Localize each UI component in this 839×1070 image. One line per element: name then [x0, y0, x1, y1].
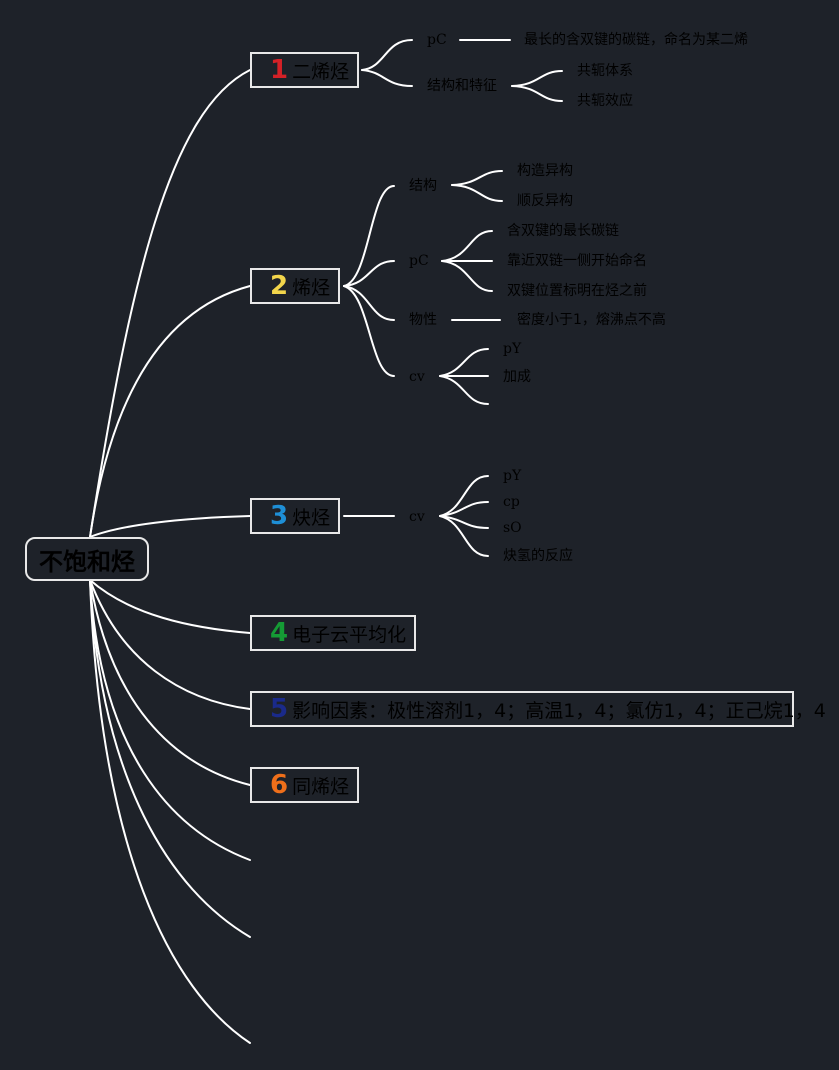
- t3-cv-child-4[interactable]: 炔氢的反应: [503, 548, 573, 564]
- t1-pc-child[interactable]: 最长的含双键的碳链，命名为某二烯: [524, 32, 748, 48]
- topic-node-5[interactable]: 5 影响因素：极性溶剂1，4；高温1，4；氯仿1，4；正己烷1，4: [250, 691, 826, 727]
- t3-cv-child-2[interactable]: cp: [503, 494, 520, 510]
- topic-number-6: 6: [270, 770, 289, 800]
- t2-struct-label[interactable]: 结构: [409, 178, 437, 194]
- topic-node-2[interactable]: 2 烯烃: [250, 268, 341, 304]
- t2-struct-child-2[interactable]: 顺反异构: [517, 193, 573, 209]
- t3-cv-child-3[interactable]: sO: [503, 520, 522, 536]
- t2-pc-child-2[interactable]: 靠近双链一侧开始命名: [507, 253, 647, 269]
- t1-struct-label[interactable]: 结构和特征: [427, 78, 497, 94]
- t1-struct-child-1[interactable]: 共轭体系: [577, 63, 633, 79]
- topic-number-1: 1: [270, 55, 289, 85]
- topic-number-5: 5: [270, 694, 289, 724]
- topic-number-2: 2: [270, 271, 289, 301]
- root-label: 不饱和烃: [39, 547, 135, 576]
- topic-label-6: 同烯烃: [292, 775, 350, 798]
- t2-phys-child[interactable]: 密度小于1，熔沸点不高: [517, 312, 666, 328]
- t2-pc-label[interactable]: pC: [409, 253, 429, 269]
- t2-pc-child-3[interactable]: 双键位置标明在烃之前: [507, 283, 647, 299]
- root-node[interactable]: 不饱和烃: [25, 537, 149, 581]
- t2-cv-label[interactable]: cv: [409, 369, 425, 385]
- t2-cv-child-1[interactable]: pY: [503, 341, 522, 357]
- topic-number-4: 4: [270, 618, 289, 648]
- t2-phys-label[interactable]: 物性: [409, 312, 437, 328]
- t2-pc-child-1[interactable]: 含双键的最长碳链: [507, 223, 619, 239]
- topic-label-1: 二烯烃: [292, 60, 350, 83]
- t1-struct-child-2[interactable]: 共轭效应: [577, 93, 633, 109]
- topic-node-1[interactable]: 1 二烯烃: [250, 52, 360, 88]
- topic-node-6[interactable]: 6 同烯烃: [250, 767, 360, 803]
- topic-label-4: 电子云平均化: [292, 623, 407, 646]
- t3-cv-label[interactable]: cv: [409, 509, 425, 525]
- topic-node-3[interactable]: 3 炔烃: [250, 498, 341, 534]
- t1-pc-label[interactable]: pC: [427, 32, 447, 48]
- topic-label-3: 炔烃: [292, 506, 331, 529]
- topic-label-2: 烯烃: [292, 276, 331, 299]
- topic-node-4[interactable]: 4 电子云平均化: [250, 615, 417, 651]
- t2-cv-child-2[interactable]: 加成: [503, 369, 531, 385]
- t3-cv-child-1[interactable]: pY: [503, 468, 522, 484]
- t2-struct-child-1[interactable]: 构造异构: [517, 163, 573, 179]
- topic-label-5: 影响因素：极性溶剂1，4；高温1，4；氯仿1，4；正己烷1，4: [292, 699, 826, 722]
- topic-number-3: 3: [270, 501, 289, 531]
